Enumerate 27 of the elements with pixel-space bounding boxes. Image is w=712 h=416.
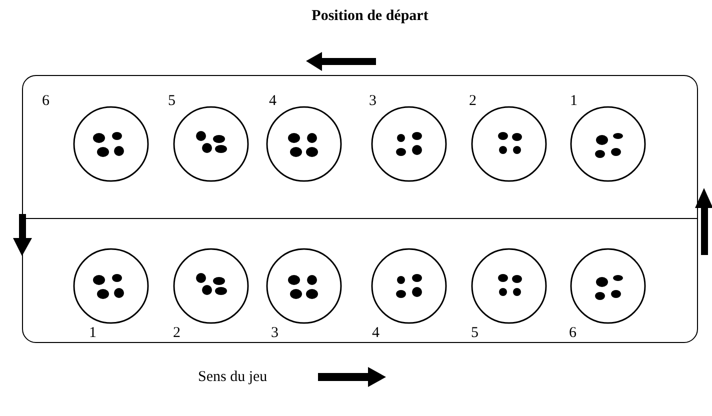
pit-number: 5 <box>168 93 176 109</box>
pit <box>471 106 547 182</box>
pit <box>266 106 342 182</box>
board <box>22 75 698 343</box>
pit-number: 4 <box>372 325 380 341</box>
pit <box>570 106 646 182</box>
pit-number: 3 <box>369 93 376 109</box>
pit-number: 5 <box>471 325 478 341</box>
pit <box>173 106 249 182</box>
pit <box>73 106 149 182</box>
pit-number: 1 <box>570 93 578 109</box>
pit <box>173 248 249 324</box>
pit <box>371 248 447 324</box>
pit <box>266 248 342 324</box>
pit-number: 2 <box>173 325 180 341</box>
caption-text: Sens du jeu <box>198 369 268 386</box>
pit-number: 3 <box>271 325 278 341</box>
pit-number: 1 <box>89 325 96 341</box>
pit <box>371 106 447 182</box>
pit-number: 4 <box>269 93 276 109</box>
pit-number: 6 <box>42 93 50 109</box>
pit-number: 6 <box>569 325 576 341</box>
pit <box>73 248 149 324</box>
pit <box>570 248 646 324</box>
pit-number: 2 <box>469 93 476 109</box>
title: Position de départ <box>310 8 430 25</box>
pit <box>471 248 547 324</box>
